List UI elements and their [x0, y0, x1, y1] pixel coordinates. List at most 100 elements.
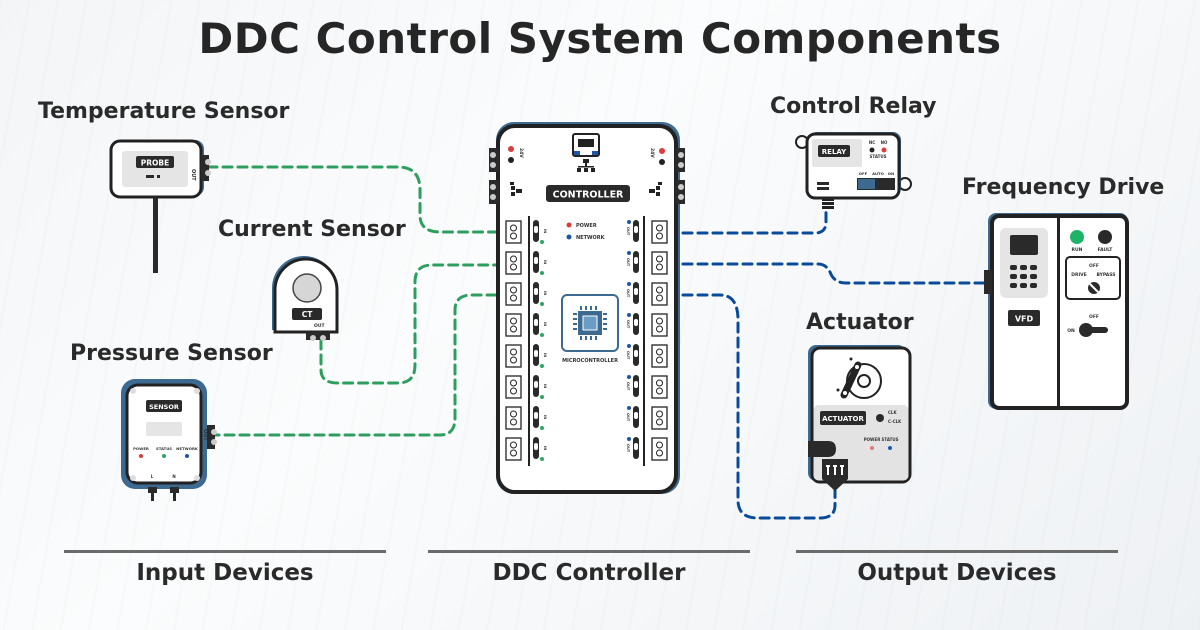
- power-legend-label: POWER: [576, 223, 597, 229]
- output-dip-switch[interactable]: [633, 344, 639, 366]
- output-terminal[interactable]: [651, 406, 668, 430]
- input-terminal[interactable]: [505, 313, 522, 337]
- output-dip-switch[interactable]: [633, 406, 639, 428]
- selector-drive-label: DRIVE: [1071, 272, 1086, 278]
- fault-indicator: [1098, 230, 1112, 244]
- status-led-label: STATUS: [882, 437, 899, 442]
- frequency-drive-label: Frequency Drive: [962, 175, 1165, 200]
- output-led: [627, 251, 631, 255]
- output-dip-switch[interactable]: [633, 282, 639, 304]
- right-network-icon: [649, 182, 662, 196]
- input-terminal[interactable]: [505, 437, 522, 461]
- status-led: [162, 454, 166, 458]
- input-led: [540, 271, 544, 275]
- probe-badge-text: PROBE: [141, 159, 170, 168]
- output-dip-switch[interactable]: [633, 313, 639, 335]
- disconnect-handle[interactable]: [1079, 323, 1108, 337]
- selector-bypass-label: BYPASS: [1096, 272, 1115, 278]
- wire-pressure-sensor: [208, 293, 507, 437]
- ct-badge-text: CT: [302, 310, 314, 319]
- input-dip-switch[interactable]: [533, 437, 539, 459]
- wire-frequency-drive: [666, 262, 987, 285]
- fault-label: FAULT: [1098, 247, 1114, 253]
- output-led: [627, 406, 631, 410]
- input-dip-switch[interactable]: [533, 313, 539, 335]
- clk-label: CLK: [888, 410, 897, 415]
- current-sensor-label: Current Sensor: [218, 217, 406, 242]
- manual-override-lever[interactable]: [808, 441, 836, 457]
- input-terminal[interactable]: [505, 220, 522, 244]
- input-terminal[interactable]: [505, 344, 522, 368]
- control-relay: RELAY NC NO STATUS OFF AUTO ON: [795, 132, 912, 209]
- probe-rod: [153, 197, 158, 273]
- input-led: [540, 457, 544, 461]
- control-relay-label: Control Relay: [770, 94, 937, 119]
- input-dip-switch[interactable]: [533, 251, 539, 273]
- pressure-sensor: SENSOR POWER STATUS NETWORK L N OUT: [121, 379, 217, 501]
- keypad-buttons[interactable]: [1010, 265, 1037, 288]
- output-terminal[interactable]: [651, 375, 668, 399]
- input-dip-switch[interactable]: [533, 220, 539, 242]
- output-dip-switch[interactable]: [633, 251, 639, 273]
- input-channel-label: IN: [543, 229, 547, 233]
- power-led: [139, 454, 143, 458]
- input-dip-switch[interactable]: [533, 282, 539, 304]
- output-channel-label: OUT: [626, 413, 630, 422]
- mode-switch[interactable]: [857, 178, 895, 190]
- actuator: ACTUATOR CLK C-CLK POWER STATUS: [808, 345, 912, 491]
- output-dip-switch[interactable]: [633, 375, 639, 397]
- port-label: OUT: [314, 323, 325, 329]
- input-dip-switch[interactable]: [533, 375, 539, 397]
- terminal-block: [984, 270, 992, 294]
- power-led-label: POWER: [864, 437, 881, 442]
- run-label: RUN: [1072, 247, 1083, 253]
- damper-linkage-icon: [836, 357, 882, 399]
- output-terminal[interactable]: [651, 313, 668, 337]
- input-channel-label: IN: [543, 353, 547, 357]
- output-terminal[interactable]: [651, 437, 668, 461]
- wire-control-relay: [666, 206, 828, 235]
- controller-badge: CONTROLLER: [553, 190, 624, 201]
- output-led: [627, 282, 631, 286]
- input-led: [540, 364, 544, 368]
- selector-panel: [1065, 256, 1121, 300]
- output-channel-label: OUT: [626, 351, 630, 360]
- input-channel-label: IN: [543, 446, 547, 450]
- status-label: STATUS: [870, 154, 887, 159]
- port-label: OUT: [190, 169, 196, 181]
- nc-label: NC: [869, 140, 875, 145]
- no-label: NO: [881, 140, 888, 145]
- left-power-led: [508, 146, 514, 152]
- output-dip-switch[interactable]: [633, 437, 639, 459]
- output-led: [627, 344, 631, 348]
- input-led: [540, 395, 544, 399]
- output-terminal[interactable]: [651, 344, 668, 368]
- input-led: [540, 240, 544, 244]
- nc-led: [869, 147, 875, 153]
- input-terminal[interactable]: [505, 251, 522, 275]
- network-legend-label: NETWORK: [576, 235, 606, 241]
- output-terminal[interactable]: [651, 282, 668, 306]
- output-dip-switch[interactable]: [633, 220, 639, 242]
- cclk-label: C-CLK: [888, 419, 902, 424]
- input-dip-switch[interactable]: [533, 406, 539, 428]
- actuator-badge: ACTUATOR: [822, 415, 864, 423]
- network-legend-dot: [566, 234, 572, 240]
- input-terminal[interactable]: [505, 375, 522, 399]
- terminal-block: [201, 155, 209, 181]
- right-power-led: [659, 148, 665, 154]
- output-terminal[interactable]: [651, 220, 668, 244]
- microcontroller-label: MICROCONTROLLER: [562, 358, 618, 364]
- no-led: [881, 147, 887, 153]
- input-terminal[interactable]: [505, 406, 522, 430]
- output-channel-label: OUT: [626, 258, 630, 267]
- output-channel-label: OUT: [626, 289, 630, 298]
- input-led: [540, 426, 544, 430]
- output-terminal[interactable]: [651, 251, 668, 275]
- input-terminal[interactable]: [505, 282, 522, 306]
- temperature-sensor-label: Temperature Sensor: [38, 99, 290, 124]
- input-channel-label: IN: [543, 322, 547, 326]
- selector-knob[interactable]: [1088, 282, 1100, 294]
- input-dip-switch[interactable]: [533, 344, 539, 366]
